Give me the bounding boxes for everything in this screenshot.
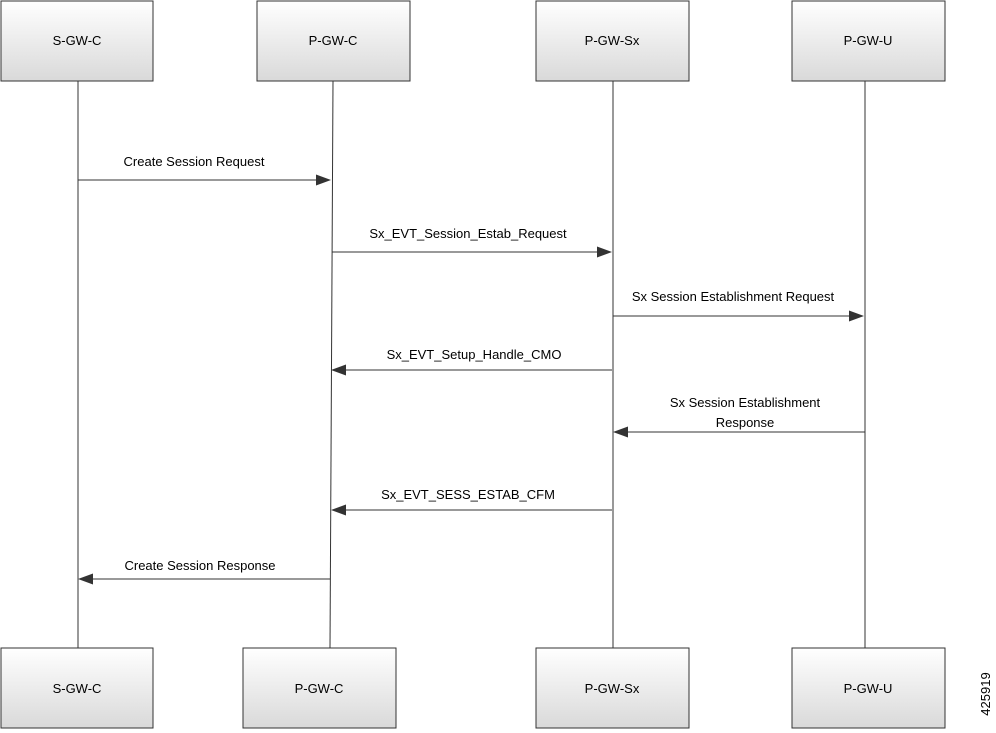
participant-label: P-GW-Sx xyxy=(585,681,640,696)
participant-box-top-pgwc: P-GW-C xyxy=(256,0,411,82)
participant-box-bottom-sgwc: S-GW-C xyxy=(0,647,154,729)
participant-box-bottom-pgwu: P-GW-U xyxy=(791,647,946,729)
message-create-session-response: Create Session Response xyxy=(78,558,330,585)
message-sx-session-establishment-request: Sx Session Establishment Request xyxy=(613,289,864,322)
lifeline-pgwc xyxy=(329,80,334,649)
message-label: Sx Session Establishment Request xyxy=(632,289,835,304)
participant-label: S-GW-C xyxy=(53,681,102,696)
participant-box-top-pgwu: P-GW-U xyxy=(791,0,946,82)
participant-label: P-GW-C xyxy=(295,681,344,696)
participant-box-bottom-pgwc: P-GW-C xyxy=(242,647,397,729)
message-sx-evt-session-estab-request: Sx_EVT_Session_Estab_Request xyxy=(332,226,612,258)
participant-box-top-pgwsx: P-GW-Sx xyxy=(535,0,690,82)
message-label: Sx_EVT_SESS_ESTAB_CFM xyxy=(381,487,555,502)
message-label: Sx_EVT_Setup_Handle_CMO xyxy=(387,347,562,362)
message-label: Response xyxy=(716,415,775,430)
message-create-session-request: Create Session Request xyxy=(78,154,331,186)
message-sx-evt-sess-estab-cfm: Sx_EVT_SESS_ESTAB_CFM xyxy=(331,487,612,516)
participant-label: P-GW-U xyxy=(844,33,893,48)
participant-label: P-GW-Sx xyxy=(585,33,640,48)
message-label: Sx Session Establishment xyxy=(670,395,821,410)
figure-id: 425919 xyxy=(978,672,993,715)
participant-label: P-GW-C xyxy=(309,33,358,48)
participant-label: P-GW-U xyxy=(844,681,893,696)
participant-label: S-GW-C xyxy=(53,33,102,48)
participant-box-top-sgwc: S-GW-C xyxy=(0,0,154,82)
message-label: Create Session Request xyxy=(124,154,265,169)
message-sx-session-establishment-response: Sx Session Establishment Response xyxy=(613,395,865,438)
message-label: Create Session Response xyxy=(124,558,275,573)
participant-box-bottom-pgwsx: P-GW-Sx xyxy=(535,647,690,729)
message-label: Sx_EVT_Session_Estab_Request xyxy=(369,226,567,241)
message-sx-evt-setup-handle-cmo: Sx_EVT_Setup_Handle_CMO xyxy=(331,347,612,376)
